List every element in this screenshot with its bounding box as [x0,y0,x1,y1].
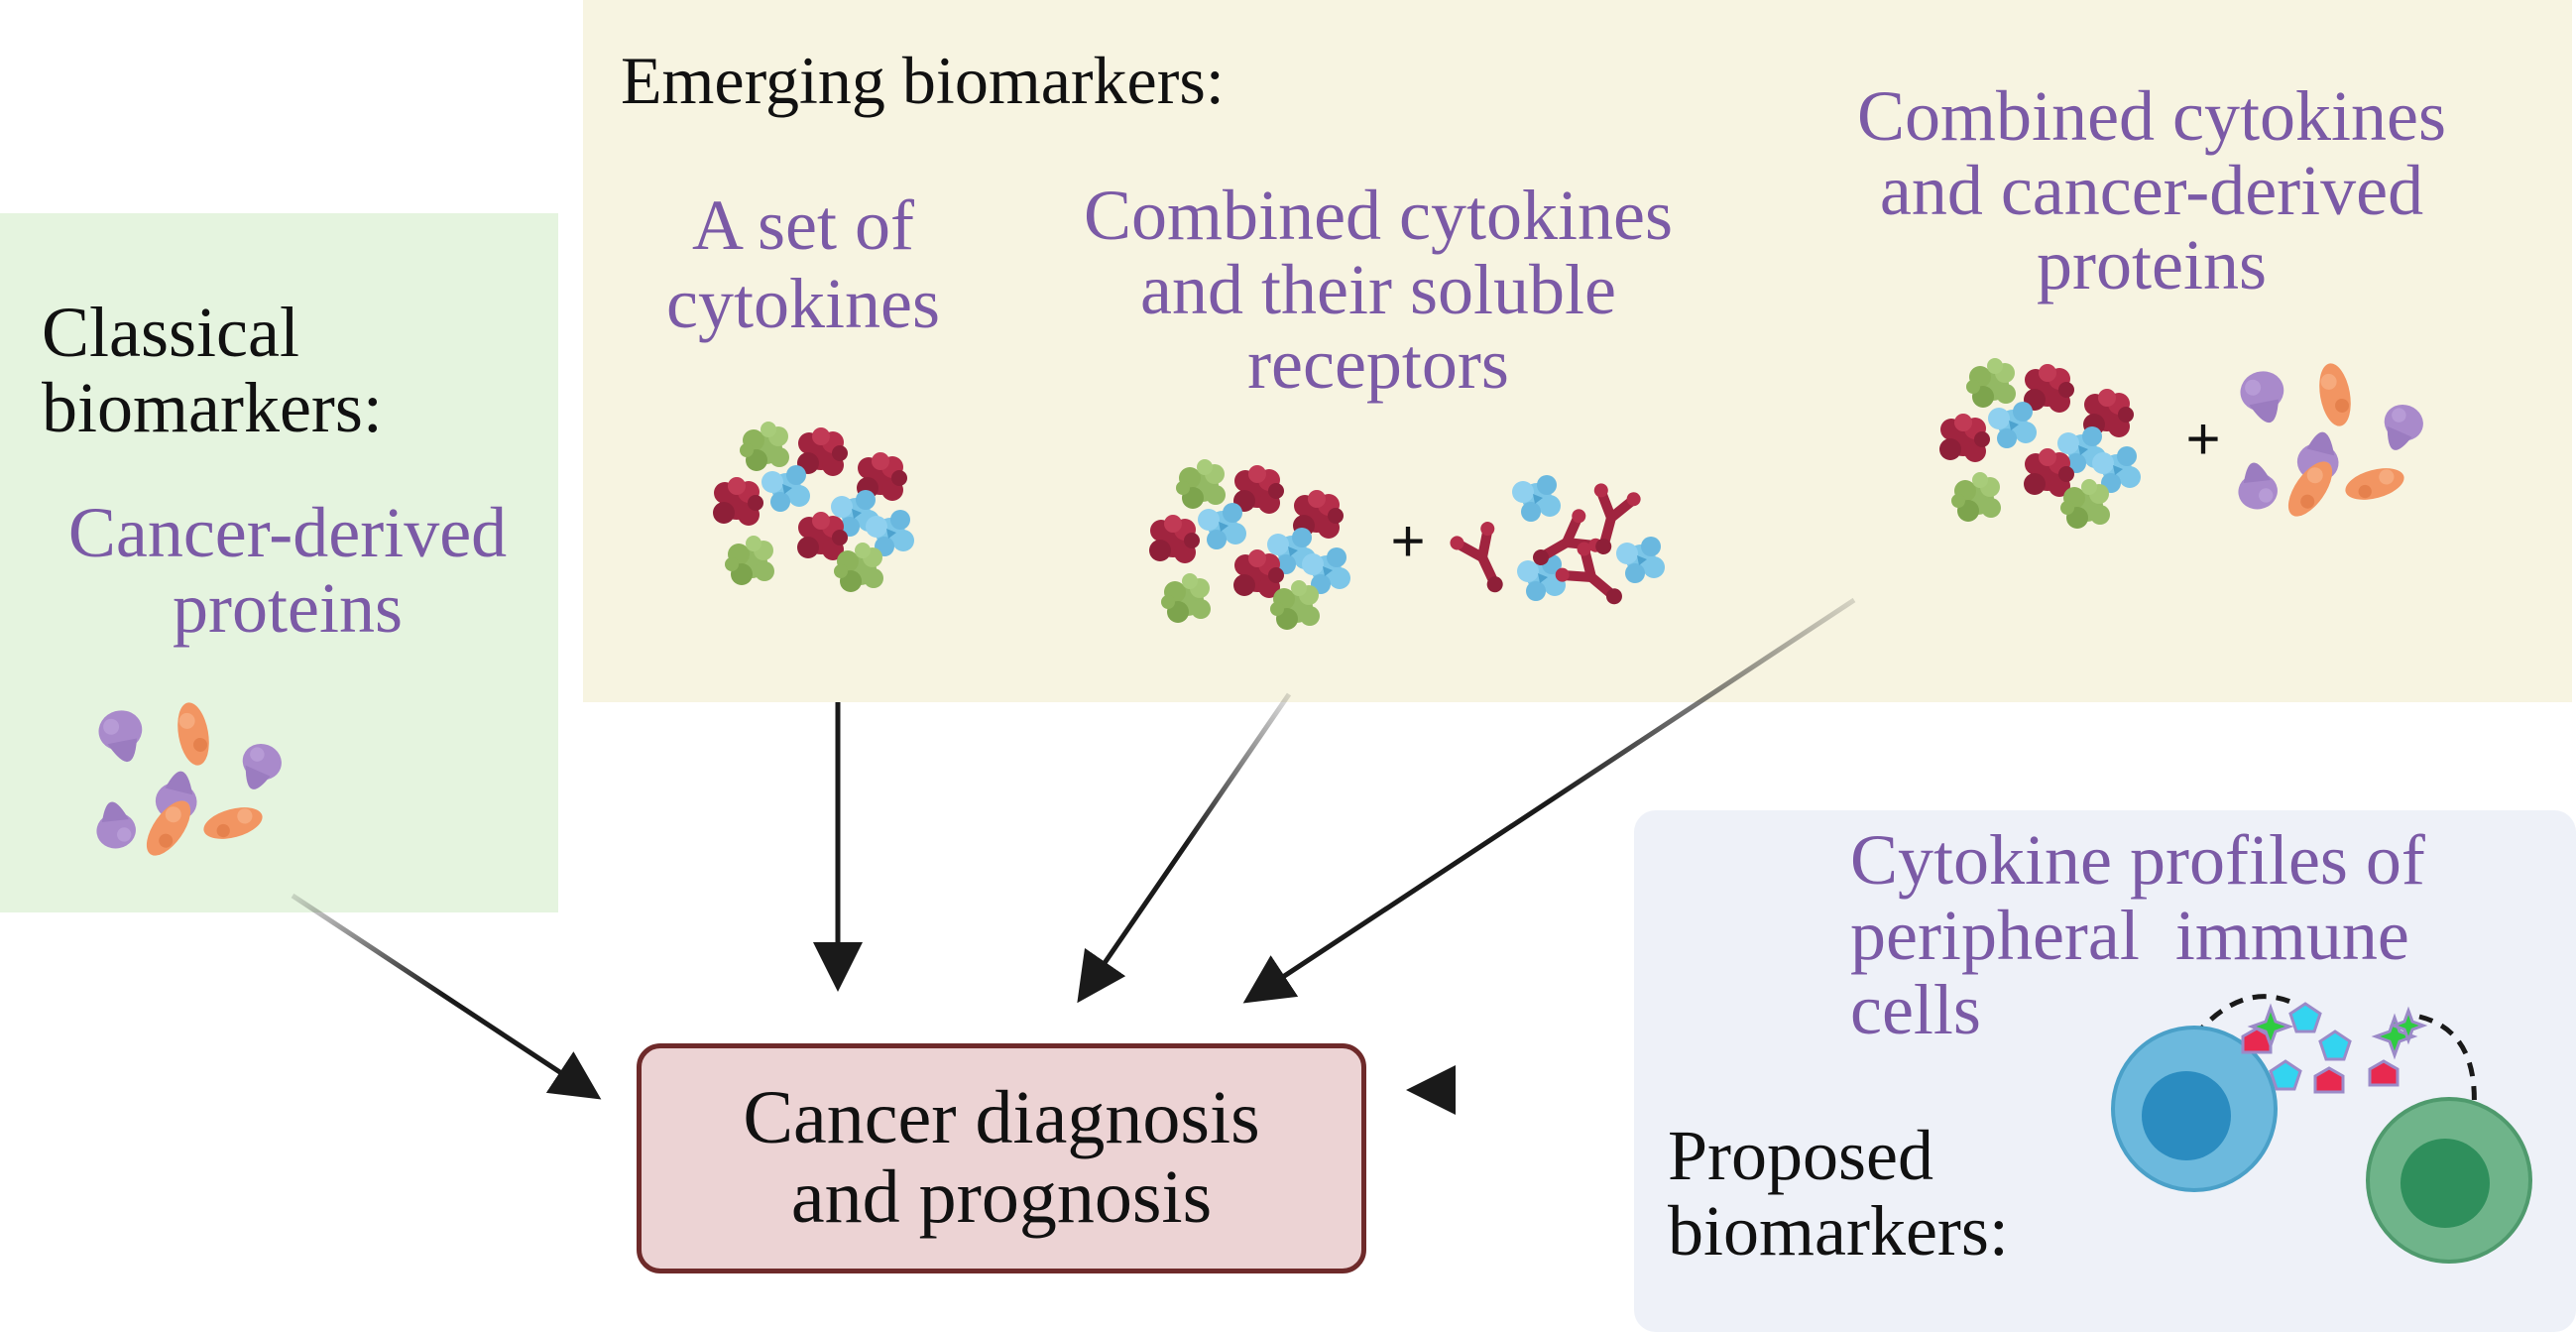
arrow-cytokines-proteins [1242,597,1856,1004]
proposed-title: Proposed biomarkers: [1668,1116,2009,1271]
classical-subtitle: Cancer-derived proteins [67,493,508,648]
set-of-cytokines-label: A set of cytokines [666,185,940,344]
immune-cells-illustration [2111,994,2532,1264]
classical-panel [0,213,558,912]
proposed-panel [1634,810,2576,1332]
outcome-label: Cancer diagnosis and prognosis [743,1076,1260,1239]
emerging-panel [583,0,2572,702]
plus-sign-receptors: + [1390,508,1425,574]
emerging-title: Emerging biomarkers: [621,43,1225,118]
outcome-box: Cancer diagnosis and prognosis [637,1043,1366,1273]
cytokines-proteins-label: Combined cytokines and cancer-derived pr… [1857,76,2446,304]
classical-title: Classical biomarkers: [42,293,383,447]
plus-sign-proteins: + [2185,406,2220,472]
arrow-cytokines-receptors [1077,692,1292,1004]
proposed-subtitle: Cytokine profiles of peripheral immune c… [1850,820,2425,1050]
cytokines-receptors-label: Combined cytokines and their soluble rec… [1084,176,1673,404]
arrow-classical [291,893,602,1100]
